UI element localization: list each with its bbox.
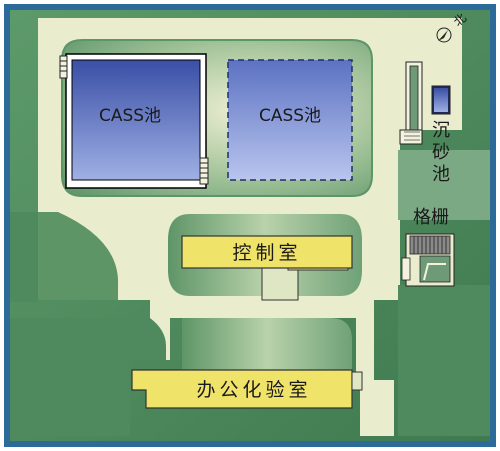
grit-chamber-label-1: 沉	[432, 120, 450, 141]
office-lab-label: 办公化验室	[196, 379, 311, 401]
lawn-right-mid	[398, 150, 490, 220]
stair-icon	[59, 55, 68, 79]
office-lab-annex	[351, 371, 363, 391]
lawn-lower-left	[10, 318, 166, 436]
lawn-lower-mid	[182, 318, 352, 370]
lawn-left-block	[10, 212, 38, 302]
control-room-label: 控制室	[232, 242, 301, 264]
stair-icon	[199, 157, 209, 185]
grit-chamber-label-2: 砂	[432, 142, 450, 163]
cass-pool-2	[227, 59, 353, 181]
grit-chamber-label-3: 池	[432, 164, 450, 185]
office-lab-building	[131, 369, 353, 409]
cass-pool-1	[71, 59, 201, 181]
cass-pool-1-label: CASS池	[99, 106, 161, 126]
screen-label: 格栅	[413, 207, 449, 228]
cass-pool-2-label: CASS池	[259, 106, 321, 126]
lawn-left	[10, 212, 119, 300]
grit-tank-box-inner	[434, 88, 448, 112]
screen-structure	[401, 233, 455, 287]
lawn-right	[398, 285, 490, 436]
control-room	[181, 235, 353, 269]
grit-chamber	[399, 61, 423, 145]
north-arrow-icon	[436, 27, 452, 43]
